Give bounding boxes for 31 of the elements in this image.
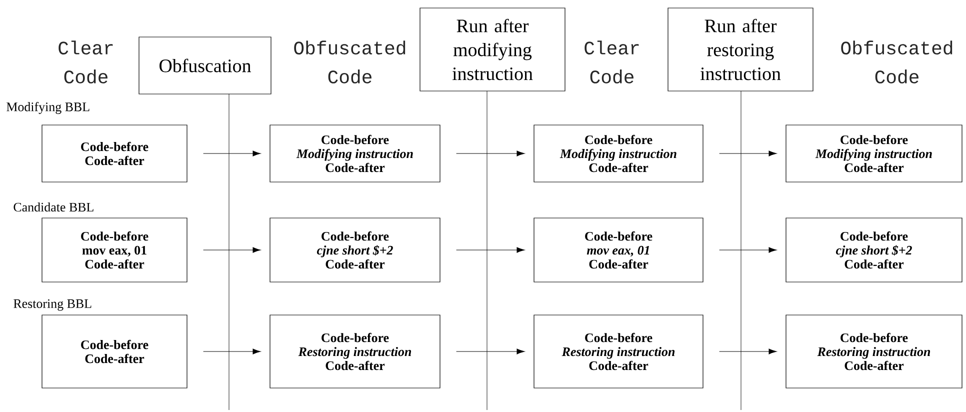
code-box: Code-before mov eax, 01 Code-after [42, 218, 188, 282]
column-heading: Clear Code [58, 40, 113, 84]
code-box: Code-before Modifying instruction Code-after [534, 124, 704, 182]
arrow [719, 247, 777, 253]
arrow [456, 247, 525, 253]
arrow [719, 348, 777, 354]
code-box: Code-before mov eax, 01 Code-after [534, 218, 704, 282]
arrow [203, 247, 261, 253]
step-box: Run after modifying instruction [420, 8, 566, 92]
row-label: Restoring BBL [14, 299, 92, 311]
code-box: Code-before Code-after [42, 314, 188, 388]
column-heading: Clear Code [584, 40, 639, 84]
code-box: Code-before Modifying instruction Code-after [786, 124, 962, 182]
arrow [456, 348, 525, 354]
arrow [719, 150, 777, 156]
code-box: Code-before cjne short $+2 Code-after [270, 218, 440, 282]
step-box: Obfuscation [138, 36, 272, 94]
code-box: Code-before Modifying instruction Code-after [270, 124, 440, 182]
row-label: Modifying BBL [6, 102, 90, 114]
code-box: Code-before Restoring instruction Code-after [786, 314, 962, 388]
code-box: Code-before Restoring instruction Code-after [270, 314, 440, 388]
arrow [203, 348, 261, 354]
arrow [203, 150, 261, 156]
code-box: Code-before Code-after [42, 124, 188, 182]
column-heading: Obfuscated Code [294, 40, 406, 84]
step-box: Run after restoring instruction [668, 8, 814, 92]
row-label: Candidate BBL [14, 202, 94, 212]
code-box: Code-before Restoring instruction Code-after [534, 314, 704, 388]
column-heading: Obfuscated Code [841, 40, 952, 84]
arrow [456, 150, 525, 156]
code-box: Code-before cjne short $+2 Code-after [786, 218, 962, 282]
